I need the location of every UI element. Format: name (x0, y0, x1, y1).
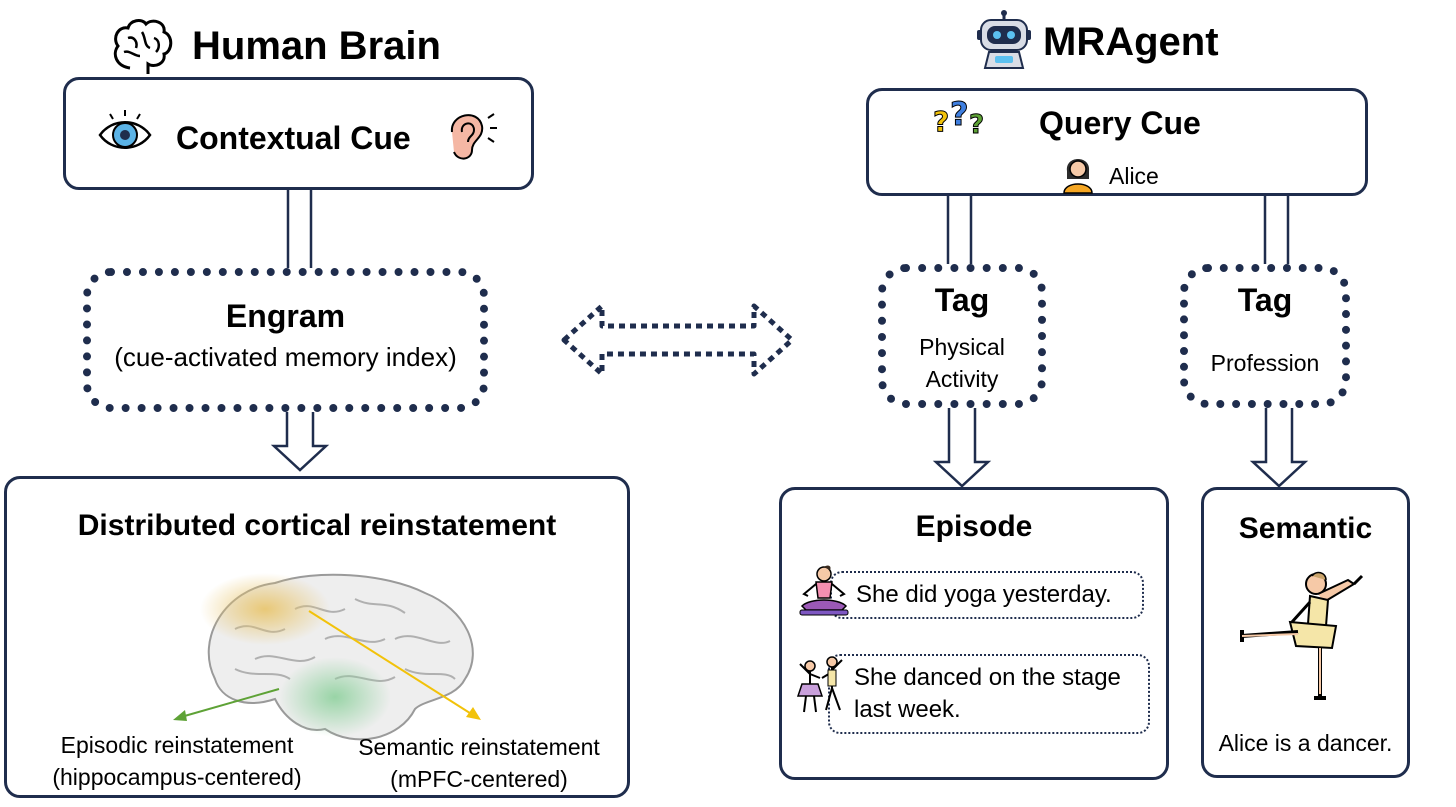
tag-physical-activity-box: Tag Physical Activity (878, 264, 1046, 408)
episode-item2-line2: last week. (854, 696, 961, 723)
tag1-title: Tag (934, 282, 990, 318)
semantic-line1: Semantic reinstatement (358, 734, 600, 760)
human-brain-title: Human Brain (192, 24, 441, 68)
question-marks-icon: ? ? ? (933, 95, 989, 141)
person-icon (1061, 151, 1095, 194)
dancers-icon (794, 654, 848, 716)
brain-icon (110, 18, 176, 76)
eye-icon (98, 108, 152, 162)
episodic-label: Episodic reinstatement (hippocampus-cent… (27, 729, 327, 793)
tag2-label: Profession (1210, 350, 1320, 376)
query-cue-title: Query Cue (1039, 105, 1201, 141)
contextual-cue-box: Contextual Cue (63, 77, 534, 190)
tag1-line2: Activity (925, 366, 999, 392)
episode-item2-line1: She danced on the stage (854, 664, 1121, 691)
arrow-tag2-to-semantic (1249, 408, 1309, 488)
episode-item-dance: She danced on the stage last week. (828, 654, 1150, 734)
tag1-line1: Physical (919, 334, 1005, 360)
svg-text:?: ? (933, 105, 949, 138)
semantic-arrow (308, 610, 481, 720)
correspondence-arrow (561, 303, 795, 377)
episode-item-yoga: She did yoga yesterday. (830, 571, 1144, 619)
arrow-tag1-to-episode (932, 408, 992, 488)
robot-icon (975, 10, 1033, 70)
tag2-title: Tag (1237, 282, 1293, 318)
ballerina-icon (1236, 570, 1376, 710)
arrow-query-to-tag1 (946, 196, 973, 266)
svg-text:?: ? (950, 95, 969, 133)
engram-title: Engram (225, 298, 346, 334)
mragent-title: MRAgent (1043, 20, 1219, 64)
episodic-line1: Episodic reinstatement (60, 732, 294, 758)
contextual-cue-title: Contextual Cue (176, 120, 411, 156)
episode-item1-text: She did yoga yesterday. (856, 581, 1112, 608)
brain-illustration (195, 569, 495, 759)
episode-title: Episode (915, 510, 1033, 543)
engram-subtitle: (cue-activated memory index) (114, 342, 457, 372)
cortical-box: Distributed cortical reinstatement (4, 476, 630, 798)
arrow-engram-to-cortical (270, 412, 330, 472)
episode-box: Episode She did yoga yesterday. She danc… (779, 487, 1169, 780)
semantic-line2: (mPFC-centered) (390, 766, 568, 792)
yoga-icon (798, 564, 850, 618)
cortical-title: Distributed cortical reinstatement (77, 509, 557, 542)
semantic-box: Semantic Alice is a dancer. (1201, 487, 1410, 778)
semantic-label: Semantic reinstatement (mPFC-centered) (339, 731, 619, 795)
query-cue-box: ? ? ? Query Cue Alice (866, 88, 1368, 196)
arrow-query-to-tag2 (1263, 196, 1290, 266)
query-person-name: Alice (1109, 163, 1159, 189)
semantic-title: Semantic (1238, 512, 1373, 545)
semantic-caption: Alice is a dancer. (1218, 730, 1393, 756)
episodic-arrow (173, 688, 280, 721)
episodic-line2: (hippocampus-centered) (52, 764, 302, 790)
engram-box: Engram (cue-activated memory index) (83, 268, 488, 412)
arrow-cue-to-engram (286, 190, 313, 270)
svg-text:?: ? (969, 110, 984, 140)
ear-icon (442, 104, 498, 164)
tag-profession-box: Tag Profession (1180, 264, 1350, 408)
